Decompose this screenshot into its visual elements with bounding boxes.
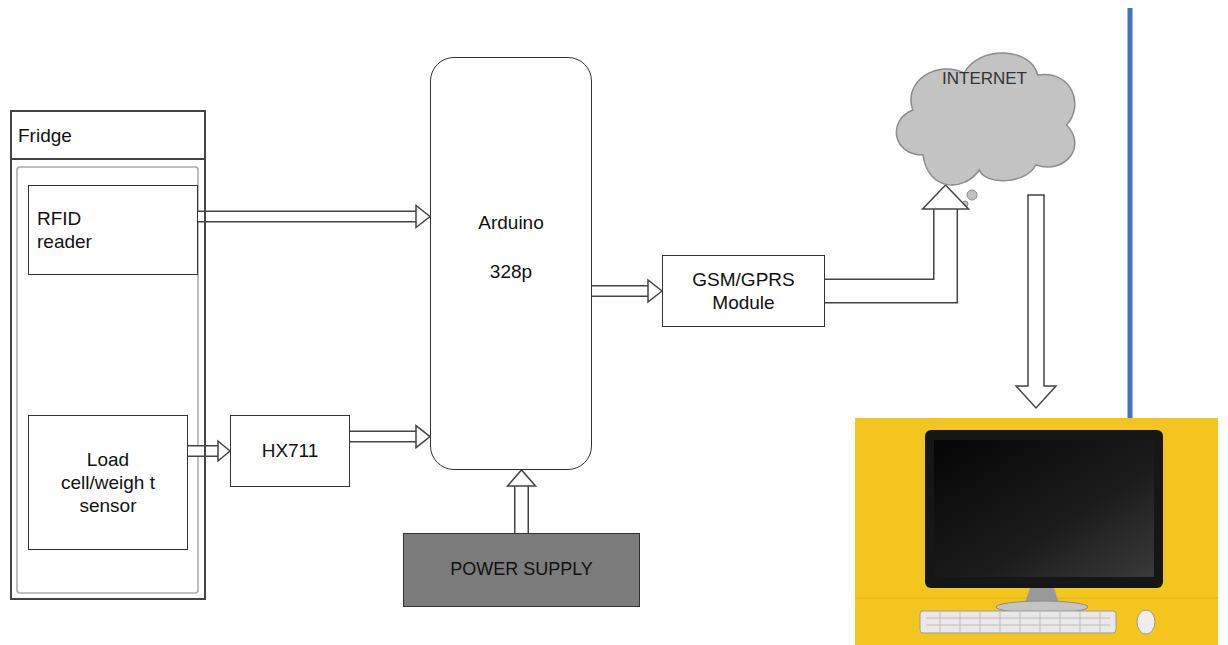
node-label: Load cell/weigh t sensor (56, 448, 161, 518)
arrow-body (592, 287, 649, 296)
gsm-module-box: GSM/GPRS Module (662, 255, 825, 327)
arrow-head (508, 470, 536, 486)
monitor-screen (934, 440, 1154, 577)
monitor-frame (925, 430, 1163, 588)
hx711-box: HX711 (230, 415, 350, 487)
arrow-outline (350, 431, 417, 443)
arrow-body (825, 208, 946, 291)
load-cell-box: Load cell/weigh t sensor (28, 415, 188, 550)
download-arrow (1016, 195, 1056, 408)
microcontroller-box: Arduino 328p (430, 57, 592, 470)
node-label: INTERNET (942, 69, 1027, 90)
fridge-housing: FridgeRFID readerLoad cell/weigh t senso… (10, 110, 206, 600)
hollow-arrow (198, 206, 430, 228)
fridge-inner-frame (17, 167, 198, 593)
node-label: POWER SUPPLY (450, 559, 593, 581)
hollow-arrow (825, 185, 969, 291)
desk-panel (855, 418, 1218, 645)
hollow-arrow (508, 470, 536, 533)
arrow-head (648, 280, 662, 302)
arrow-head (416, 426, 430, 448)
arrow-outline (188, 445, 219, 457)
cloud-shape (896, 53, 1074, 185)
keyboard-keys (926, 612, 1110, 632)
divider-line (1128, 8, 1133, 418)
arrow-outline (592, 285, 649, 297)
arrow-body (350, 432, 417, 441)
power-supply-box: POWER SUPPLY (403, 533, 640, 607)
arrow-outline (198, 211, 417, 223)
arrow-head (218, 441, 230, 461)
housing-title: Fridge (12, 112, 204, 160)
node-label: HX711 (262, 439, 319, 462)
node-label: GSM/GPRS Module (685, 268, 803, 314)
node-label: Arduino 328p (466, 198, 556, 297)
rfid-reader-box: RFID reader (28, 185, 198, 275)
arrow-body (188, 447, 219, 456)
mouse (1137, 610, 1155, 634)
hollow-arrow (592, 280, 662, 302)
hollow-arrow (350, 426, 430, 448)
arrow-body (516, 485, 528, 533)
keyboard (920, 611, 1116, 633)
arrow-body (198, 212, 417, 221)
arrow-outline (825, 208, 946, 291)
internet-cloud: INTERNET (882, 35, 1087, 185)
cloud-bubble (967, 190, 977, 200)
hollow-arrow (188, 441, 230, 461)
arrow-head (923, 185, 969, 209)
cloud-outline (882, 35, 1087, 185)
arrow-head (416, 206, 430, 228)
node-label: RFID reader (37, 207, 117, 253)
arrow-outline (514, 485, 529, 533)
